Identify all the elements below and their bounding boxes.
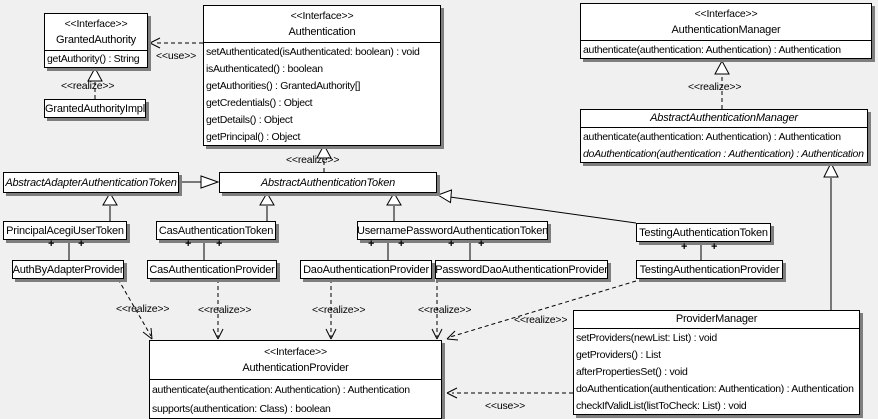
method: getAuthority() : String: [47, 53, 140, 65]
class-password-dao-authentication-provider: PasswordDaoAuthenticationProvider: [435, 260, 608, 279]
realize-label: <<realize>>: [312, 304, 366, 316]
methods-section: authenticate(authentication: Authenticat…: [581, 127, 867, 162]
association-end-plus: +: [368, 238, 375, 250]
realize-label: <<realize>>: [116, 303, 170, 315]
method: doAuthentication(authentication: Authent…: [576, 382, 854, 395]
class-dao-authentication-provider: DaoAuthenticationProvider: [300, 260, 432, 279]
methods-section: getAuthority() : String: [45, 50, 147, 67]
generalization-testingauthenticationtoken: [436, 189, 637, 224]
association-end-plus: +: [78, 238, 85, 250]
class-granted-authority: <<Interface>> GrantedAuthority getAuthor…: [44, 13, 148, 68]
method: getPrincipal() : Object: [206, 130, 301, 143]
realize-label: <<realize>>: [61, 80, 115, 92]
realize-arrow-daoauthenticationprovider-to-authenticationprovider: [325, 279, 337, 340]
association-end-plus: +: [478, 238, 485, 250]
realize-arrow-authbyadapterprovider-to-authenticationprovider: [117, 278, 153, 340]
methods-section: authenticate(authentication: Authenticat…: [150, 379, 441, 418]
generalization-principalacegiusertoken: [102, 192, 118, 221]
class-cas-authentication-provider: CasAuthenticationProvider: [147, 260, 277, 279]
class-header: <<Interface>> AuthenticationProvider: [150, 341, 441, 379]
realize-arrow-testingprovider-to-authenticationprovider: [446, 280, 637, 341]
methods-section: setProviders(newList: List) : void getPr…: [574, 328, 859, 414]
use-label: <<use>>: [485, 400, 526, 412]
use-arrow-authentication-to-grantedauthority: [149, 37, 203, 49]
class-name: ProviderManager: [675, 313, 758, 325]
generalization-usernamepasswordtoken: [386, 192, 402, 221]
class-header: <<Interface>> GrantedAuthority: [45, 14, 147, 50]
realize-arrow-abstractauthenticationmanager-to-authenticationmanager: [714, 59, 730, 109]
method: getProviders() : List: [576, 348, 661, 361]
class-authentication-provider: <<Interface>> AuthenticationProvider aut…: [149, 340, 442, 419]
interface-stereotype: <<Interface>>: [694, 8, 758, 20]
realize-label: <<realize>>: [198, 304, 252, 316]
association-end-plus: +: [48, 238, 55, 250]
interface-stereotype: <<Interface>>: [64, 18, 128, 30]
method: authenticate(authentication: Authenticat…: [152, 383, 410, 396]
association-end-plus: +: [681, 241, 688, 253]
method: getDetails() : Object: [206, 113, 293, 126]
generalization-casauthenticationtoken: [259, 192, 275, 221]
method: doAuthentication(authentication : Authen…: [583, 147, 864, 160]
class-abstract-authentication-token: AbstractAuthenticationToken: [219, 172, 437, 193]
method: getAuthorities() : GrantedAuthority[]: [206, 79, 361, 92]
method: afterPropertiesSet() : void: [576, 365, 688, 378]
class-name: AbstractAuthenticationManager: [650, 112, 798, 124]
association-end-plus: +: [185, 238, 192, 250]
method: getCredentials() : Object: [206, 96, 313, 109]
association-end-plus: +: [711, 241, 718, 253]
method: authenticate(authentication: Authenticat…: [583, 130, 841, 143]
class-testing-authentication-provider: TestingAuthenticationProvider: [636, 260, 783, 279]
class-provider-manager: ProviderManager setProviders(newList: Li…: [573, 310, 860, 415]
use-label: <<use>>: [156, 50, 197, 62]
class-principal-acegi-user-token: PrincipalAcegiUserToken: [3, 221, 127, 240]
class-testing-authentication-token: TestingAuthenticationToken: [636, 223, 771, 242]
realize-label: <<realize>>: [514, 314, 568, 326]
methods-section: setAuthenticated(isAuthenticated: boolea…: [204, 42, 440, 145]
class-abstract-authentication-manager: AbstractAuthenticationManager authentica…: [580, 109, 868, 163]
realize-label: <<realize>>: [286, 154, 340, 166]
realize-arrow-abstractauthenticationtoken-to-authentication: [316, 143, 332, 172]
generalization-providermanager-to-abstractauthenticationmanager: [823, 161, 839, 310]
class-authentication-manager: <<Interface>> AuthenticationManager auth…: [580, 3, 872, 59]
use-arrow-providermanager-to-authenticationprovider: [446, 387, 573, 399]
class-name: Authentication: [288, 26, 356, 38]
realize-arrow-casauthenticationprovider-to-authenticationprovider: [212, 279, 224, 340]
class-granted-authority-impl: GrantedAuthorityImpl: [44, 99, 146, 118]
method: authenticate(authentication: Authenticat…: [583, 43, 841, 56]
association-end-plus: +: [398, 238, 405, 250]
class-name: AuthenticationProvider: [242, 362, 349, 374]
method: setAuthenticated(isAuthenticated: boolea…: [206, 45, 420, 58]
class-name: GrantedAuthority: [56, 34, 136, 46]
method: setProviders(newList: List) : void: [576, 331, 717, 344]
class-header: <<Interface>> Authentication: [204, 6, 440, 42]
realize-arrow-grantedauthorityimpl-to-grantedauthority: [87, 66, 103, 99]
generalization-abstractadapter-to-abstractauthenticationtoken: [180, 175, 220, 189]
class-name: AuthenticationManager: [671, 24, 781, 36]
method: supports(authentication: Class) : boolea…: [152, 402, 331, 415]
class-auth-by-adapter-provider: AuthByAdapterProvider: [12, 260, 124, 279]
realize-label: <<realize>>: [418, 304, 472, 316]
class-authentication: <<Interface>> Authentication setAuthenti…: [203, 5, 441, 146]
class-abstract-adapter-authentication-token: AbstractAdapterAuthenticationToken: [3, 172, 179, 193]
methods-section: authenticate(authentication: Authenticat…: [581, 40, 871, 58]
class-username-password-authentication-token: UsernamePasswordAuthenticationToken: [357, 221, 548, 240]
realize-label: <<realize>>: [688, 81, 742, 93]
association-end-plus: +: [216, 238, 223, 250]
realize-arrow-passworddaoprovider-to-authenticationprovider: [431, 279, 443, 340]
method: isAuthenticated() : boolean: [206, 62, 323, 75]
method: checkIfValidList(listToCheck: List) : vo…: [576, 399, 747, 412]
association-end-plus: +: [448, 238, 455, 250]
class-cas-authentication-token: CasAuthenticationToken: [156, 221, 276, 240]
interface-stereotype: <<Interface>>: [264, 346, 327, 358]
class-header: <<Interface>> AuthenticationManager: [581, 4, 871, 40]
interface-stereotype: <<Interface>>: [290, 10, 354, 22]
